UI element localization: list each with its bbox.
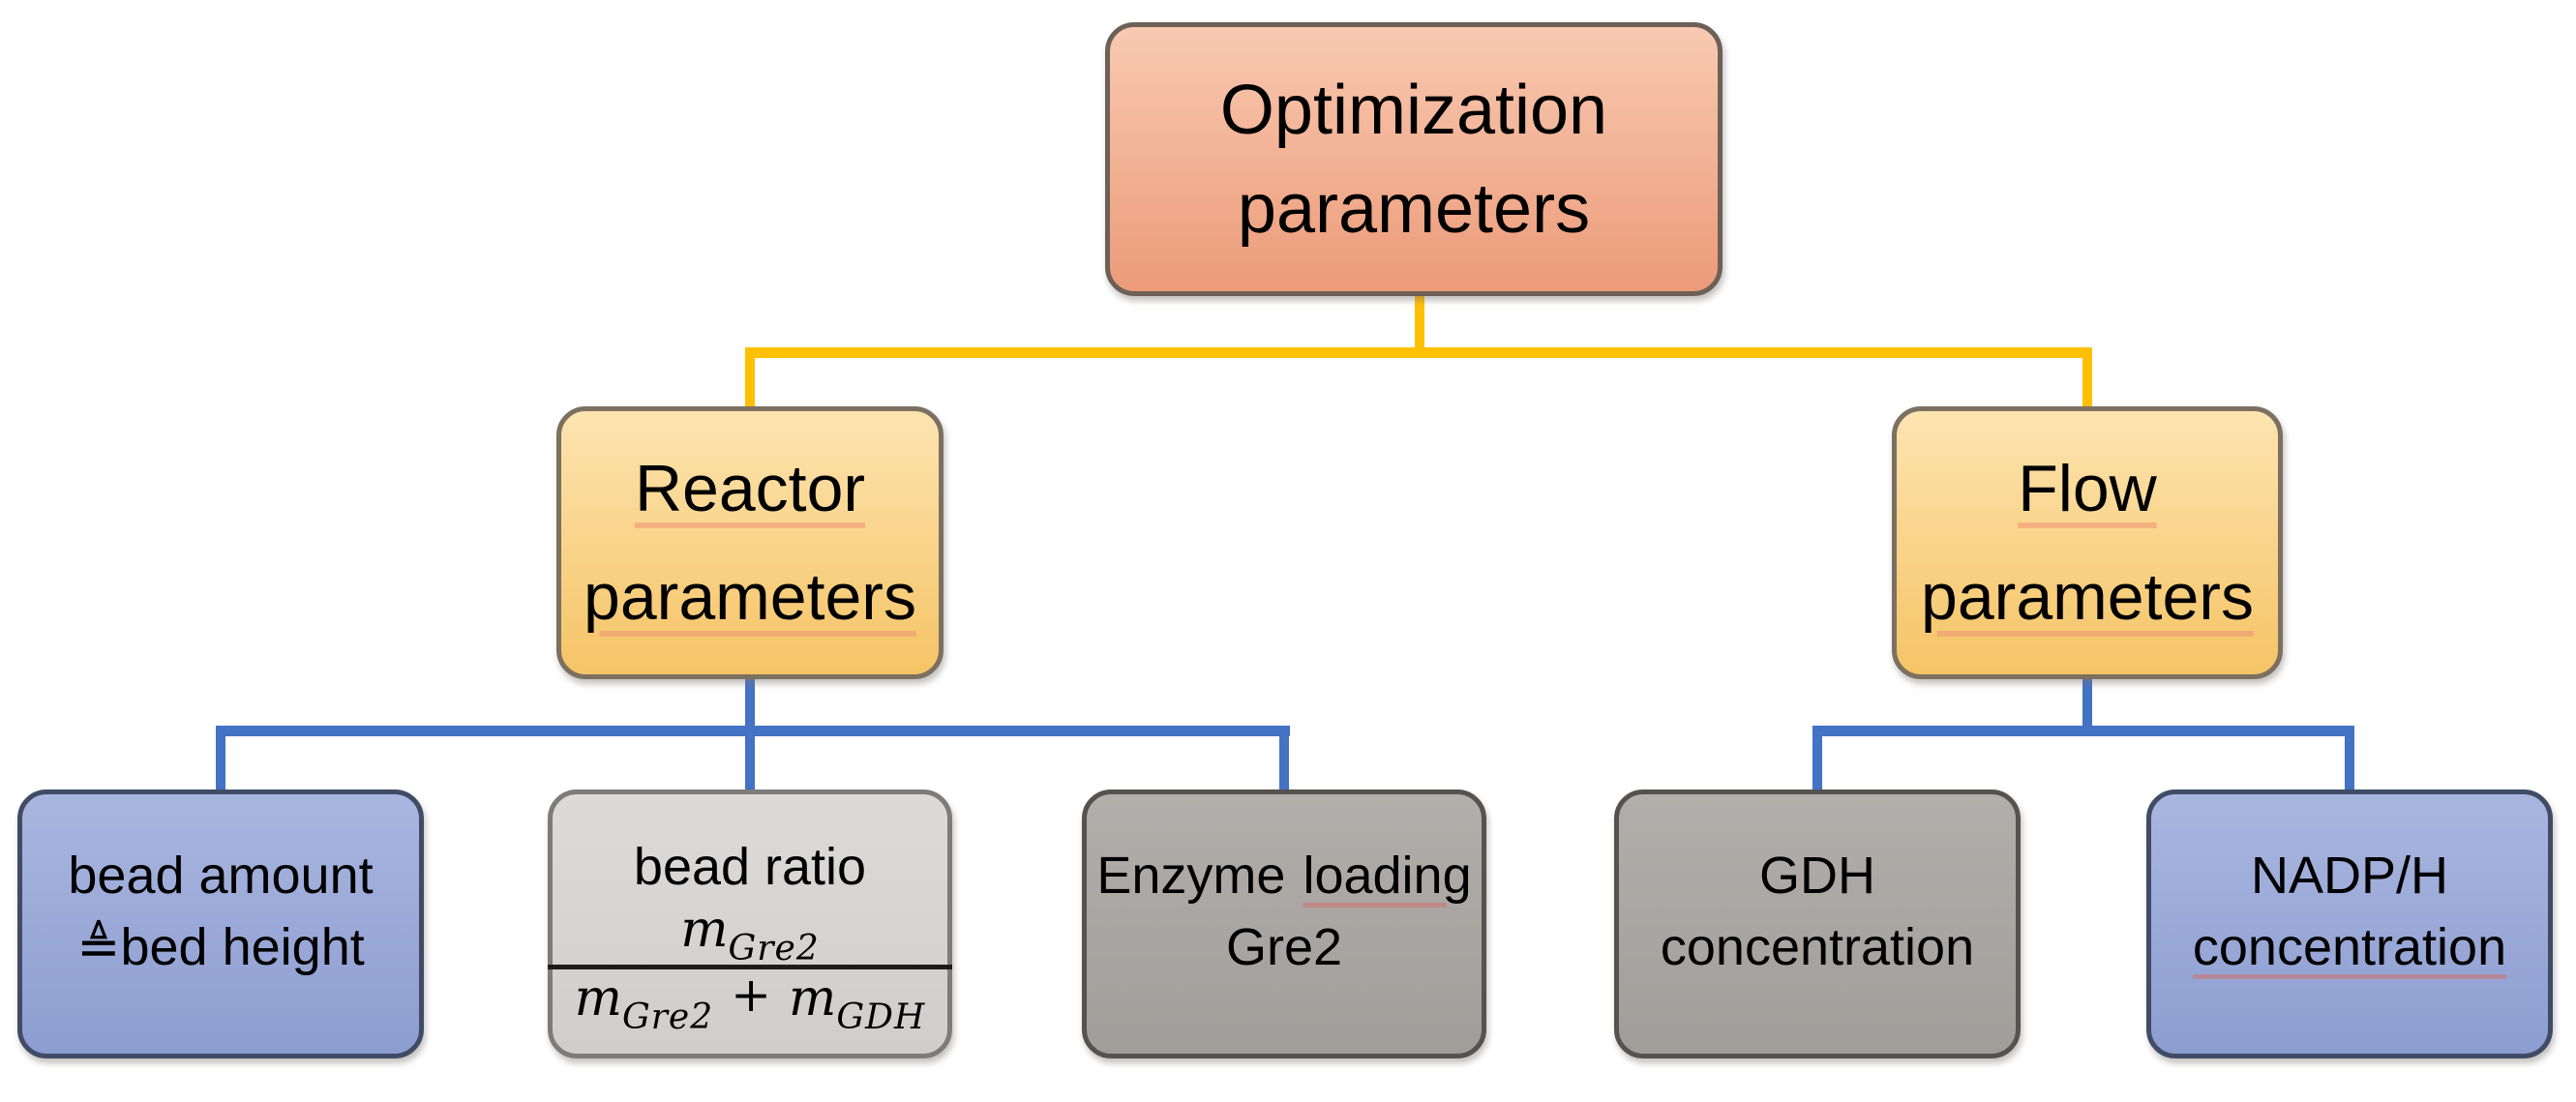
node-reactor-parameters-line1: Reactor [634, 452, 866, 525]
node-flow-parameters-line1: Flow [2018, 452, 2157, 525]
node-nadph-concentration-line1: NADP/H [2250, 847, 2449, 905]
node-nadph-concentration-line2: concentration [2192, 918, 2507, 976]
fraction-bar [547, 964, 953, 969]
connector-gold-horizontal [745, 347, 2092, 358]
node-bead-amount: bead amount ≜bed height [17, 789, 424, 1058]
node-reactor-parameters-line2: parameters [584, 560, 916, 634]
node-reactor-parameters: Reactor parameters [556, 406, 944, 679]
connector-blue-left-horizontal [216, 726, 1290, 736]
connector-blue-drop-bead-amount [216, 726, 225, 791]
connector-blue-drop-nadph [2345, 726, 2354, 791]
denominator-m2: m [789, 968, 837, 1028]
node-optimization-parameters: Optimization parameters [1105, 22, 1722, 296]
node-enzyme-loading-line2: Gre2 [1225, 918, 1343, 976]
connector-blue-drop-enzyme [1279, 726, 1289, 791]
node-bead-amount-line2: ≜bed height [76, 918, 365, 976]
node-optimization-parameters-line2: parameters [1237, 169, 1591, 248]
numerator-sub-gre2: Gre2 [728, 928, 820, 968]
node-flow-parameters-line2: parameters [1921, 560, 2254, 634]
node-gdh-concentration: GDH concentration [1614, 789, 2021, 1058]
node-enzyme-loading-line1: Enzyme loading [1096, 840, 1471, 911]
connector-blue-flow-stub [2082, 677, 2092, 736]
node-gdh-concentration-line1: GDH [1759, 847, 1875, 905]
loading-word: loading [1303, 847, 1472, 905]
connector-blue-drop-gdh [1812, 726, 1822, 791]
denominator-sub-gdh: GDH [836, 997, 926, 1037]
node-enzyme-loading-gre2: Enzyme loading Gre2 [1082, 789, 1486, 1058]
node-bead-amount-line1: bead amount [68, 847, 374, 905]
node-flow-parameters: Flow parameters [1892, 406, 2283, 679]
enzyme-word: Enzyme [1096, 847, 1286, 905]
node-optimization-parameters-line1: Optimization [1219, 71, 1608, 149]
plus-operator: + [731, 966, 772, 1023]
node-bead-ratio-title: bead ratio [633, 837, 867, 896]
node-gdh-concentration-line2: concentration [1660, 918, 1975, 976]
numerator-m: m [680, 900, 729, 959]
denominator-m1: m [574, 968, 622, 1028]
connector-gold-drop-reactor [745, 347, 755, 408]
connector-blue-right-horizontal [1812, 726, 2354, 736]
denominator-sub-gre2: Gre2 [621, 997, 714, 1037]
connector-gold-drop-flow [2082, 347, 2092, 408]
node-nadph-concentration: NADP/H concentration [2146, 789, 2553, 1058]
connector-gold-root-stub [1415, 296, 1424, 350]
